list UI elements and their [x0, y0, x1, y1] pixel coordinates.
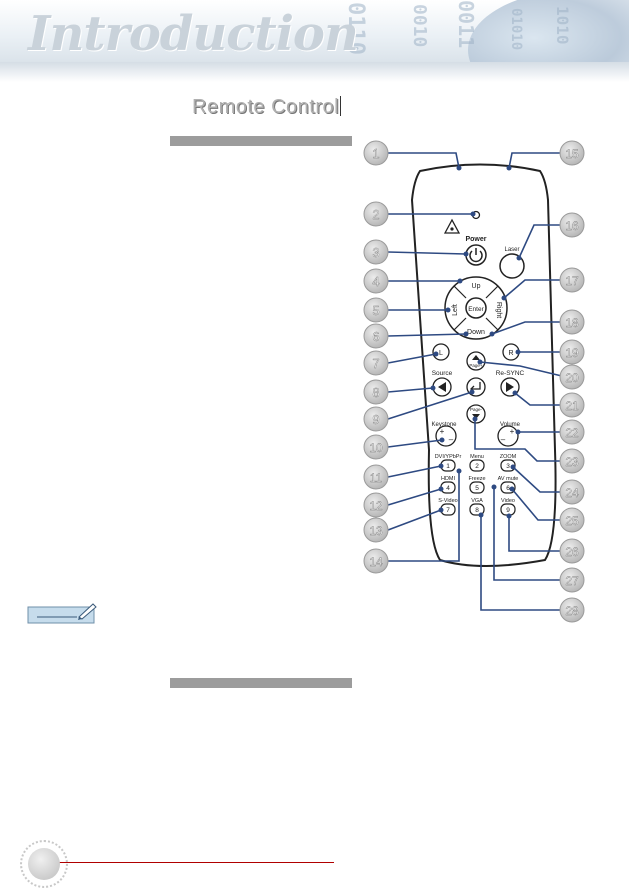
leader-lines — [387, 152, 567, 611]
right-button[interactable]: Right — [495, 302, 502, 318]
vga-label: VGA — [471, 498, 483, 504]
callout-label: 18 — [565, 316, 579, 330]
chapter-header: 0110 0010 0011 01010 1010 Introduction — [0, 0, 629, 82]
source-label: Source — [432, 370, 453, 377]
section-title-text: Remote Control — [192, 96, 340, 118]
key-8-label: 8 — [475, 507, 479, 514]
callout-label: 1 — [372, 146, 379, 161]
text-cursor — [340, 96, 342, 116]
volume-label: Volume — [500, 422, 521, 428]
zoom-label: ZOOM — [500, 454, 517, 460]
up-button[interactable]: Up — [472, 283, 481, 290]
callout-label: 12 — [369, 499, 383, 513]
power-label: Power — [465, 236, 486, 243]
svideo-label: S-Video — [438, 498, 457, 504]
keystone-minus: – — [449, 435, 454, 444]
key-5-label: 5 — [475, 485, 479, 492]
volume-button[interactable] — [497, 425, 519, 447]
callout-label: 25 — [565, 514, 579, 528]
callout-label: 26 — [565, 545, 579, 559]
key-2-menu[interactable] — [469, 459, 485, 472]
key-1-label: 1 — [446, 463, 450, 470]
callout-label: 10 — [369, 441, 383, 455]
laser-label: Laser — [504, 247, 519, 253]
callout-label: 7 — [372, 356, 379, 371]
key-6-label: 6 — [506, 485, 510, 492]
enter-label: Enter — [468, 306, 484, 313]
callout-label: 2 — [372, 207, 379, 222]
key-8-vga[interactable] — [469, 503, 485, 516]
section-title: Remote Control — [192, 96, 342, 119]
callout-label: 24 — [565, 486, 579, 500]
callout-label: 9 — [372, 412, 379, 427]
page-number-badge — [20, 840, 68, 888]
section-rule-top — [170, 136, 352, 146]
left-button[interactable]: Left — [452, 304, 459, 316]
key-3-label: 3 — [506, 463, 510, 470]
callout-label: 16 — [565, 219, 579, 233]
freeze-label: Freeze — [468, 476, 485, 482]
callout-label: 6 — [372, 329, 379, 344]
callout-label: 19 — [565, 346, 579, 360]
page-down-button[interactable] — [466, 404, 486, 424]
menu-label: Menu — [470, 454, 484, 460]
callout-label: 23 — [565, 455, 579, 469]
callout-label: 21 — [565, 399, 579, 413]
keystone-label: Keystone — [431, 422, 457, 428]
chapter-title: Introduction — [28, 6, 359, 62]
callout-label: 8 — [372, 385, 379, 400]
callout-label: 22 — [565, 426, 579, 440]
laser-warning-icon — [443, 218, 461, 234]
key-4-label: 4 — [446, 485, 450, 492]
page-up-button[interactable] — [466, 351, 486, 371]
avmute-label: AV mute — [498, 476, 519, 482]
key-9-label: 9 — [506, 507, 510, 514]
volume-plus: + — [510, 427, 515, 436]
callout-label: 28 — [565, 604, 579, 618]
hdmi-label: HDMI — [441, 476, 456, 482]
section-rule-bottom — [170, 678, 352, 688]
callout-label: 4 — [372, 274, 379, 289]
callout-label: 13 — [369, 524, 383, 538]
dvi-label: DVI/YPbPr — [435, 454, 462, 460]
callouts-left: 1 2 3 4 5 6 7 8 9 10 11 12 13 14 — [363, 140, 389, 574]
callout-label: 17 — [565, 274, 579, 288]
callout-label: 15 — [565, 147, 579, 161]
callouts-right: 15 16 17 18 19 20 21 22 23 24 25 26 27 2… — [559, 140, 585, 623]
keystone-plus: + — [440, 427, 445, 436]
callout-label: 27 — [565, 574, 579, 588]
header-bar — [0, 62, 629, 82]
footer-rule — [58, 862, 334, 863]
callout-label: 20 — [565, 371, 579, 385]
key-2-label: 2 — [475, 463, 479, 470]
page-badge-disc — [28, 848, 60, 880]
callout-label: 14 — [369, 555, 383, 569]
volume-minus: – — [501, 435, 506, 444]
l-label: L — [439, 350, 443, 357]
r-label: R — [508, 350, 513, 357]
resync-label: Re-SYNC — [496, 370, 525, 377]
page-up-label: Page+ — [469, 363, 483, 368]
note-icon — [27, 602, 97, 624]
page-down-label: Page- — [470, 407, 483, 412]
callout-label: 3 — [372, 245, 379, 260]
callout-label: 5 — [372, 303, 379, 318]
source-button[interactable] — [432, 377, 452, 397]
key-5-freeze[interactable] — [469, 481, 485, 494]
callout-label: 11 — [370, 471, 383, 485]
down-button[interactable]: Down — [467, 329, 485, 336]
enter-button[interactable] — [465, 297, 487, 319]
leader-dots — [430, 165, 522, 519]
video-label: Video — [501, 498, 515, 504]
power-button[interactable] — [465, 244, 487, 266]
key-7-label: 7 — [446, 507, 450, 514]
